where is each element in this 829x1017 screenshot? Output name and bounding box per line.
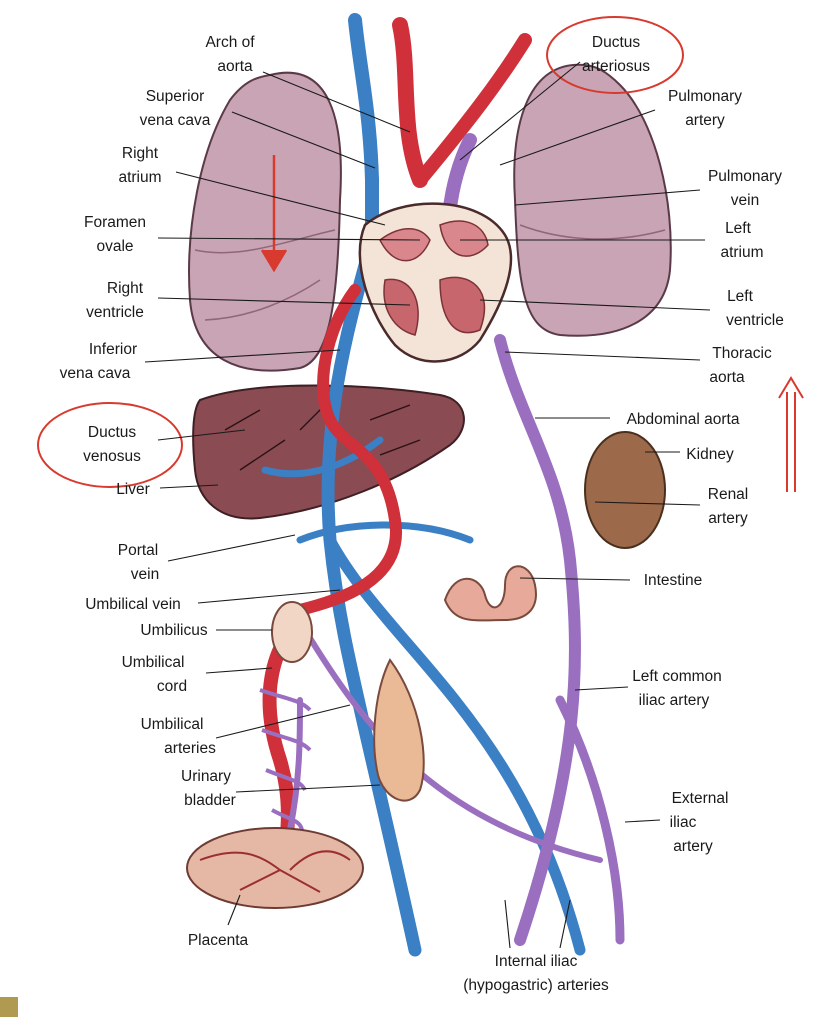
intestine	[443, 565, 537, 622]
upward-flow-arrow	[778, 376, 804, 492]
label-internal-iliac-arteries: Internal iliac(hypogastric) arteries	[463, 953, 609, 994]
label-umbilicus: Umbilicus	[140, 622, 207, 639]
placenta	[186, 827, 364, 909]
label-intestine: Intestine	[644, 572, 703, 589]
leader-lines	[144, 61, 711, 949]
venous-vessels	[261, 13, 586, 957]
ductus-venosus-highlight	[37, 402, 183, 488]
label-abdominal-aorta: Abdominal aorta	[627, 411, 740, 428]
label-umbilical-vein: Umbilical vein	[85, 596, 181, 613]
label-placenta: Placenta	[188, 932, 249, 949]
corner-marker	[0, 997, 18, 1017]
kidney	[584, 431, 666, 549]
label-kidney: Kidney	[686, 446, 734, 463]
downward-flow-arrow	[260, 155, 288, 273]
umbilicus	[271, 601, 313, 663]
urinary-bladder	[373, 658, 425, 802]
left-lung	[513, 63, 672, 337]
ductus-arteriosus-highlight	[546, 16, 684, 94]
label-liver: Liver	[116, 481, 150, 498]
right-lung	[188, 71, 342, 372]
umbilical-cord	[259, 688, 312, 831]
heart	[358, 202, 513, 363]
